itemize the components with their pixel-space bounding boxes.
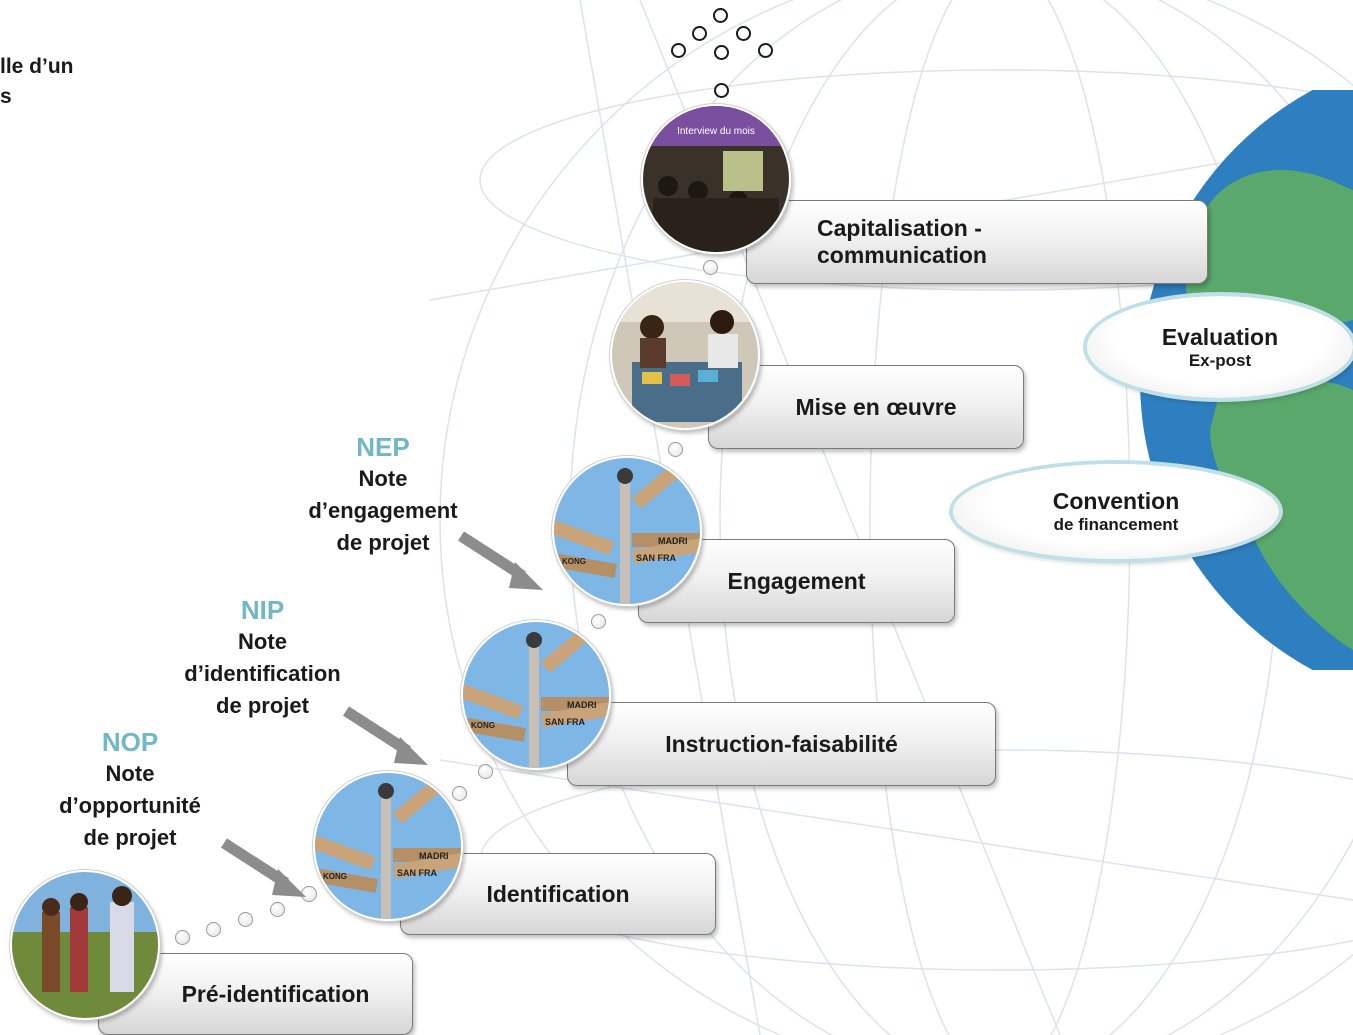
stage-capitalisation-communication: Capitalisation - communication bbox=[746, 200, 1208, 284]
sign-san-fra: SAN FRA bbox=[545, 717, 585, 727]
connector-dot bbox=[713, 8, 728, 23]
connector-dot bbox=[758, 43, 773, 58]
connector-dot bbox=[714, 45, 729, 60]
sign-madri: MADRI bbox=[567, 700, 597, 710]
stage-label: Pré-identification bbox=[181, 980, 370, 1007]
connector-dot bbox=[206, 922, 221, 937]
sign-san-fra: SAN FRA bbox=[397, 868, 437, 878]
photo-signpost: MADRI SAN FRA KONG bbox=[313, 771, 463, 921]
oval-convention: Convention de financement bbox=[953, 464, 1279, 559]
note-line: Note bbox=[105, 761, 155, 786]
sign-madri: MADRI bbox=[658, 536, 688, 546]
note-line: Note bbox=[238, 629, 287, 654]
photo-workshop bbox=[610, 280, 760, 430]
sign-kong: KONG bbox=[471, 721, 495, 730]
stage-label: Mise en œuvre bbox=[795, 393, 957, 420]
arrow-icon bbox=[458, 531, 543, 590]
note-code: NOP bbox=[101, 727, 159, 757]
arrow-icon bbox=[343, 706, 428, 765]
connector-dot bbox=[591, 614, 606, 629]
photo-signpost: MADRI SAN FRA KONG bbox=[461, 620, 611, 770]
oval-sub-label: de financement bbox=[1053, 515, 1179, 534]
sign-kong: KONG bbox=[323, 872, 347, 881]
note-nop: NOP Note d’opportunité de projet bbox=[30, 726, 230, 854]
stage-label: Engagement bbox=[727, 567, 866, 594]
sign-madri: MADRI bbox=[419, 851, 449, 861]
note-line: d’engagement bbox=[308, 498, 458, 523]
note-line: d’identification bbox=[184, 661, 341, 686]
photo-interview: Interview du mois bbox=[641, 104, 791, 254]
sign-kong: KONG bbox=[562, 557, 586, 566]
connector-dot bbox=[175, 930, 190, 945]
page-title: lle d’un s bbox=[0, 52, 74, 112]
connector-dot bbox=[452, 786, 467, 801]
page-title-line2: s bbox=[0, 85, 12, 108]
connector-dot bbox=[238, 912, 253, 927]
note-line: Note bbox=[358, 466, 408, 491]
note-line: de projet bbox=[216, 693, 309, 718]
note-nip: NIP Note d’identification de projet bbox=[150, 594, 375, 722]
connector-dot bbox=[270, 902, 285, 917]
stage-mise-en-oeuvre: Mise en œuvre bbox=[708, 365, 1024, 449]
connector-dot bbox=[671, 43, 686, 58]
note-line: de projet bbox=[336, 530, 430, 555]
oval-main-label: Evaluation bbox=[1161, 323, 1279, 350]
stage-pre-identification: Pré-identification bbox=[98, 953, 413, 1035]
photo-farmers bbox=[10, 870, 160, 1020]
page-title-line1: lle d’un bbox=[0, 55, 74, 78]
stage-label-line1: Capitalisation - bbox=[817, 215, 982, 241]
connector-dot bbox=[714, 83, 729, 98]
connector-dot bbox=[478, 764, 493, 779]
stage-label-line2: communication bbox=[817, 242, 987, 268]
note-code: NEP bbox=[356, 432, 410, 462]
stage-label: Identification bbox=[486, 880, 630, 907]
connector-dot bbox=[703, 260, 718, 275]
stage-label: Instruction-faisabilité bbox=[665, 730, 898, 757]
oval-sub-label: Ex-post bbox=[1188, 350, 1252, 370]
stage-instruction-faisabilite: Instruction-faisabilité bbox=[567, 702, 996, 786]
oval-main-label: Convention bbox=[1052, 488, 1180, 514]
connector-dot bbox=[736, 26, 751, 41]
note-line: d’opportunité bbox=[59, 793, 201, 818]
oval-evaluation: Evaluation Ex-post bbox=[1087, 296, 1353, 398]
sign-san-fra: SAN FRA bbox=[636, 553, 676, 563]
note-line: de projet bbox=[83, 825, 177, 850]
note-code: NIP bbox=[240, 595, 285, 625]
photo-signpost: MADRI SAN FRA KONG bbox=[552, 456, 702, 606]
arrow-icon bbox=[221, 838, 306, 897]
photo-caption: Interview du mois bbox=[677, 126, 755, 137]
note-nep: NEP Note d’engagement de projet bbox=[283, 431, 483, 559]
connector-dot bbox=[692, 26, 707, 41]
connector-dot bbox=[668, 442, 683, 457]
